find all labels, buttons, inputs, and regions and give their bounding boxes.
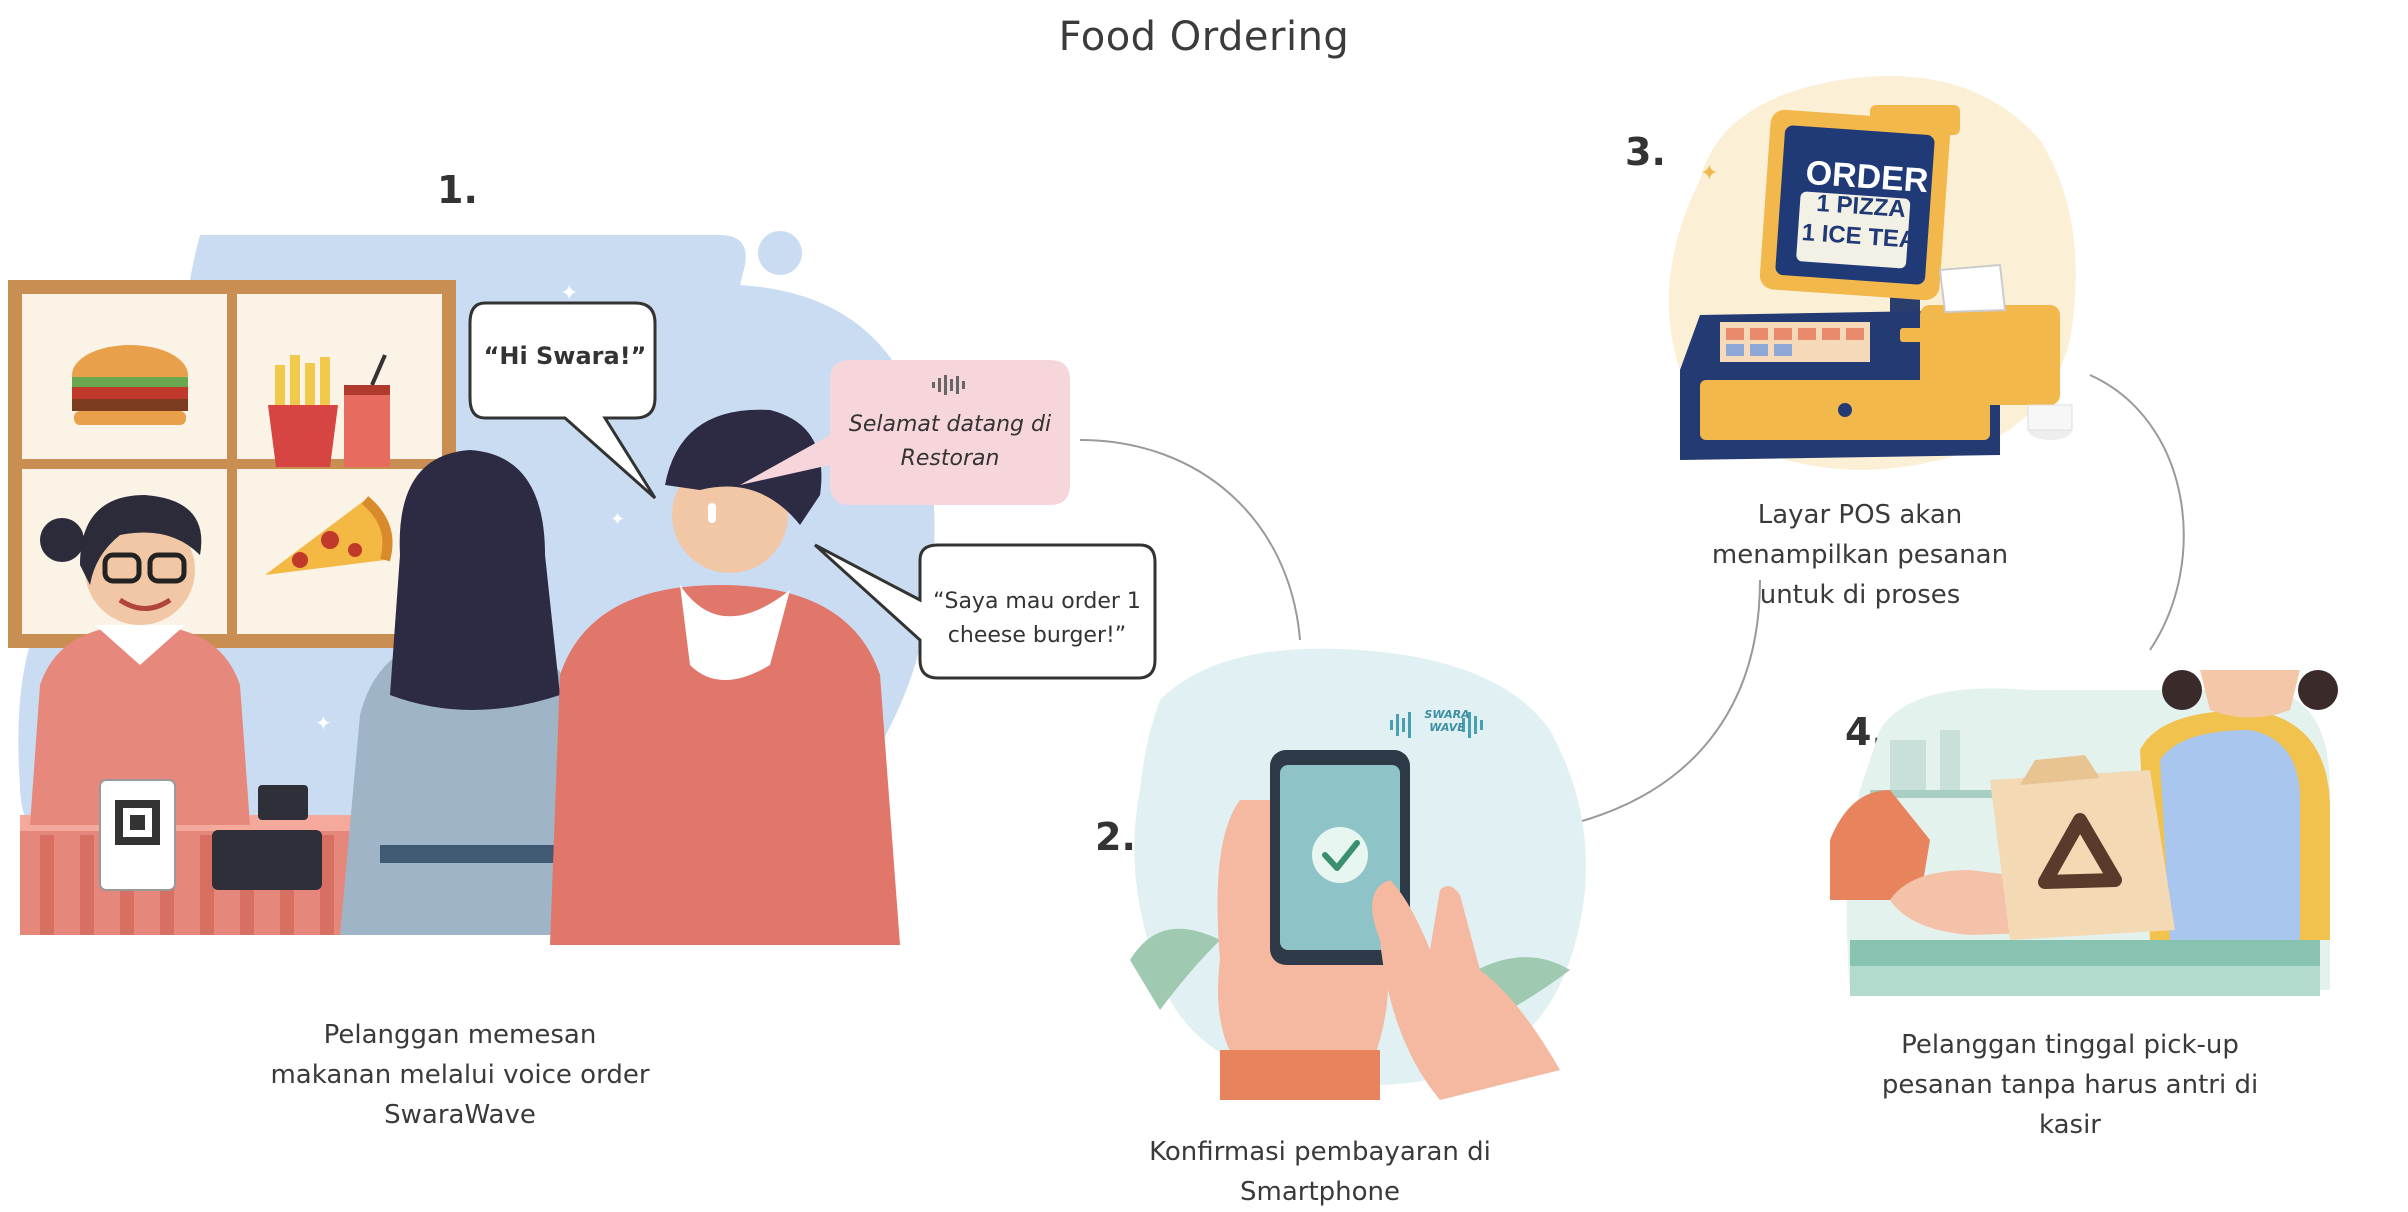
svg-text:✦: ✦ <box>610 509 625 530</box>
step-2-number: 2. <box>1095 815 1136 859</box>
svg-text:✦: ✦ <box>1700 161 1718 186</box>
welcome-text: Selamat datang di Restoran <box>830 408 1070 476</box>
brand-line-2: WAVE <box>1429 721 1465 734</box>
step-3-number: 3. <box>1625 130 1666 174</box>
pickup-illustration <box>1830 670 2338 996</box>
step-1-number: 1. <box>437 168 478 212</box>
pos-screen-order: 1 PIZZA 1 ICE TEA <box>1793 188 1927 257</box>
order-text: “Saya mau order 1 cheese burger!” <box>922 585 1152 653</box>
soundwave-icon <box>930 373 970 397</box>
step-1-caption: Pelanggan memesan makanan melalui voice … <box>200 1015 720 1135</box>
svg-text:✦: ✦ <box>315 711 332 735</box>
step-2-caption-line: Konfirmasi pembayaran di <box>1149 1137 1491 1167</box>
step-2-caption: Konfirmasi pembayaran di Smartphone <box>1120 1132 1520 1212</box>
smartphone-payment-illustration <box>1130 648 1586 1100</box>
step-3-caption-line: Layar POS akan <box>1757 500 1963 530</box>
step-4-caption-line: kasir <box>2039 1110 2101 1140</box>
welcome-line-2: Restoran <box>900 446 1000 471</box>
step-4-caption-line: Pelanggan tinggal pick-up <box>1901 1030 2239 1060</box>
svg-text:✦: ✦ <box>560 281 578 306</box>
pos-terminal-illustration: ✦ <box>1668 76 2076 470</box>
step-1-caption-line: SwaraWave <box>384 1100 536 1130</box>
step-4-caption-line: pesanan tanpa harus antri di <box>1881 1070 2259 1100</box>
step-4-caption: Pelanggan tinggal pick-up pesanan tanpa … <box>1850 1025 2290 1145</box>
order-line-1: “Saya mau order 1 <box>933 589 1141 614</box>
hi-swara-bubble <box>468 301 657 500</box>
order-line-2: cheese burger!” <box>947 623 1127 648</box>
swarawave-logo: SWARA WAVE <box>1422 708 1472 734</box>
step-3-caption-line: menampilkan pesanan <box>1711 540 2009 570</box>
order-bubble <box>813 543 1157 680</box>
step-3-caption: Layar POS akan menampilkan pesanan untuk… <box>1640 495 2080 615</box>
welcome-bubble <box>740 360 1070 505</box>
step-3-caption-line: untuk di proses <box>1759 580 1961 610</box>
welcome-line-1: Selamat datang di <box>848 412 1052 437</box>
hi-swara-text: “Hi Swara!” <box>483 342 647 370</box>
step-2-caption-line: Smartphone <box>1239 1177 1400 1207</box>
page-title: Food Ordering <box>1058 14 1350 60</box>
step-1-caption-line: makanan melalui voice order <box>270 1060 650 1090</box>
step-1-caption-line: Pelanggan memesan <box>323 1020 597 1050</box>
brand-line-1: SWARA <box>1424 708 1470 721</box>
restaurant-counter-illustration: ✦ ✦ ✦ <box>8 231 935 945</box>
